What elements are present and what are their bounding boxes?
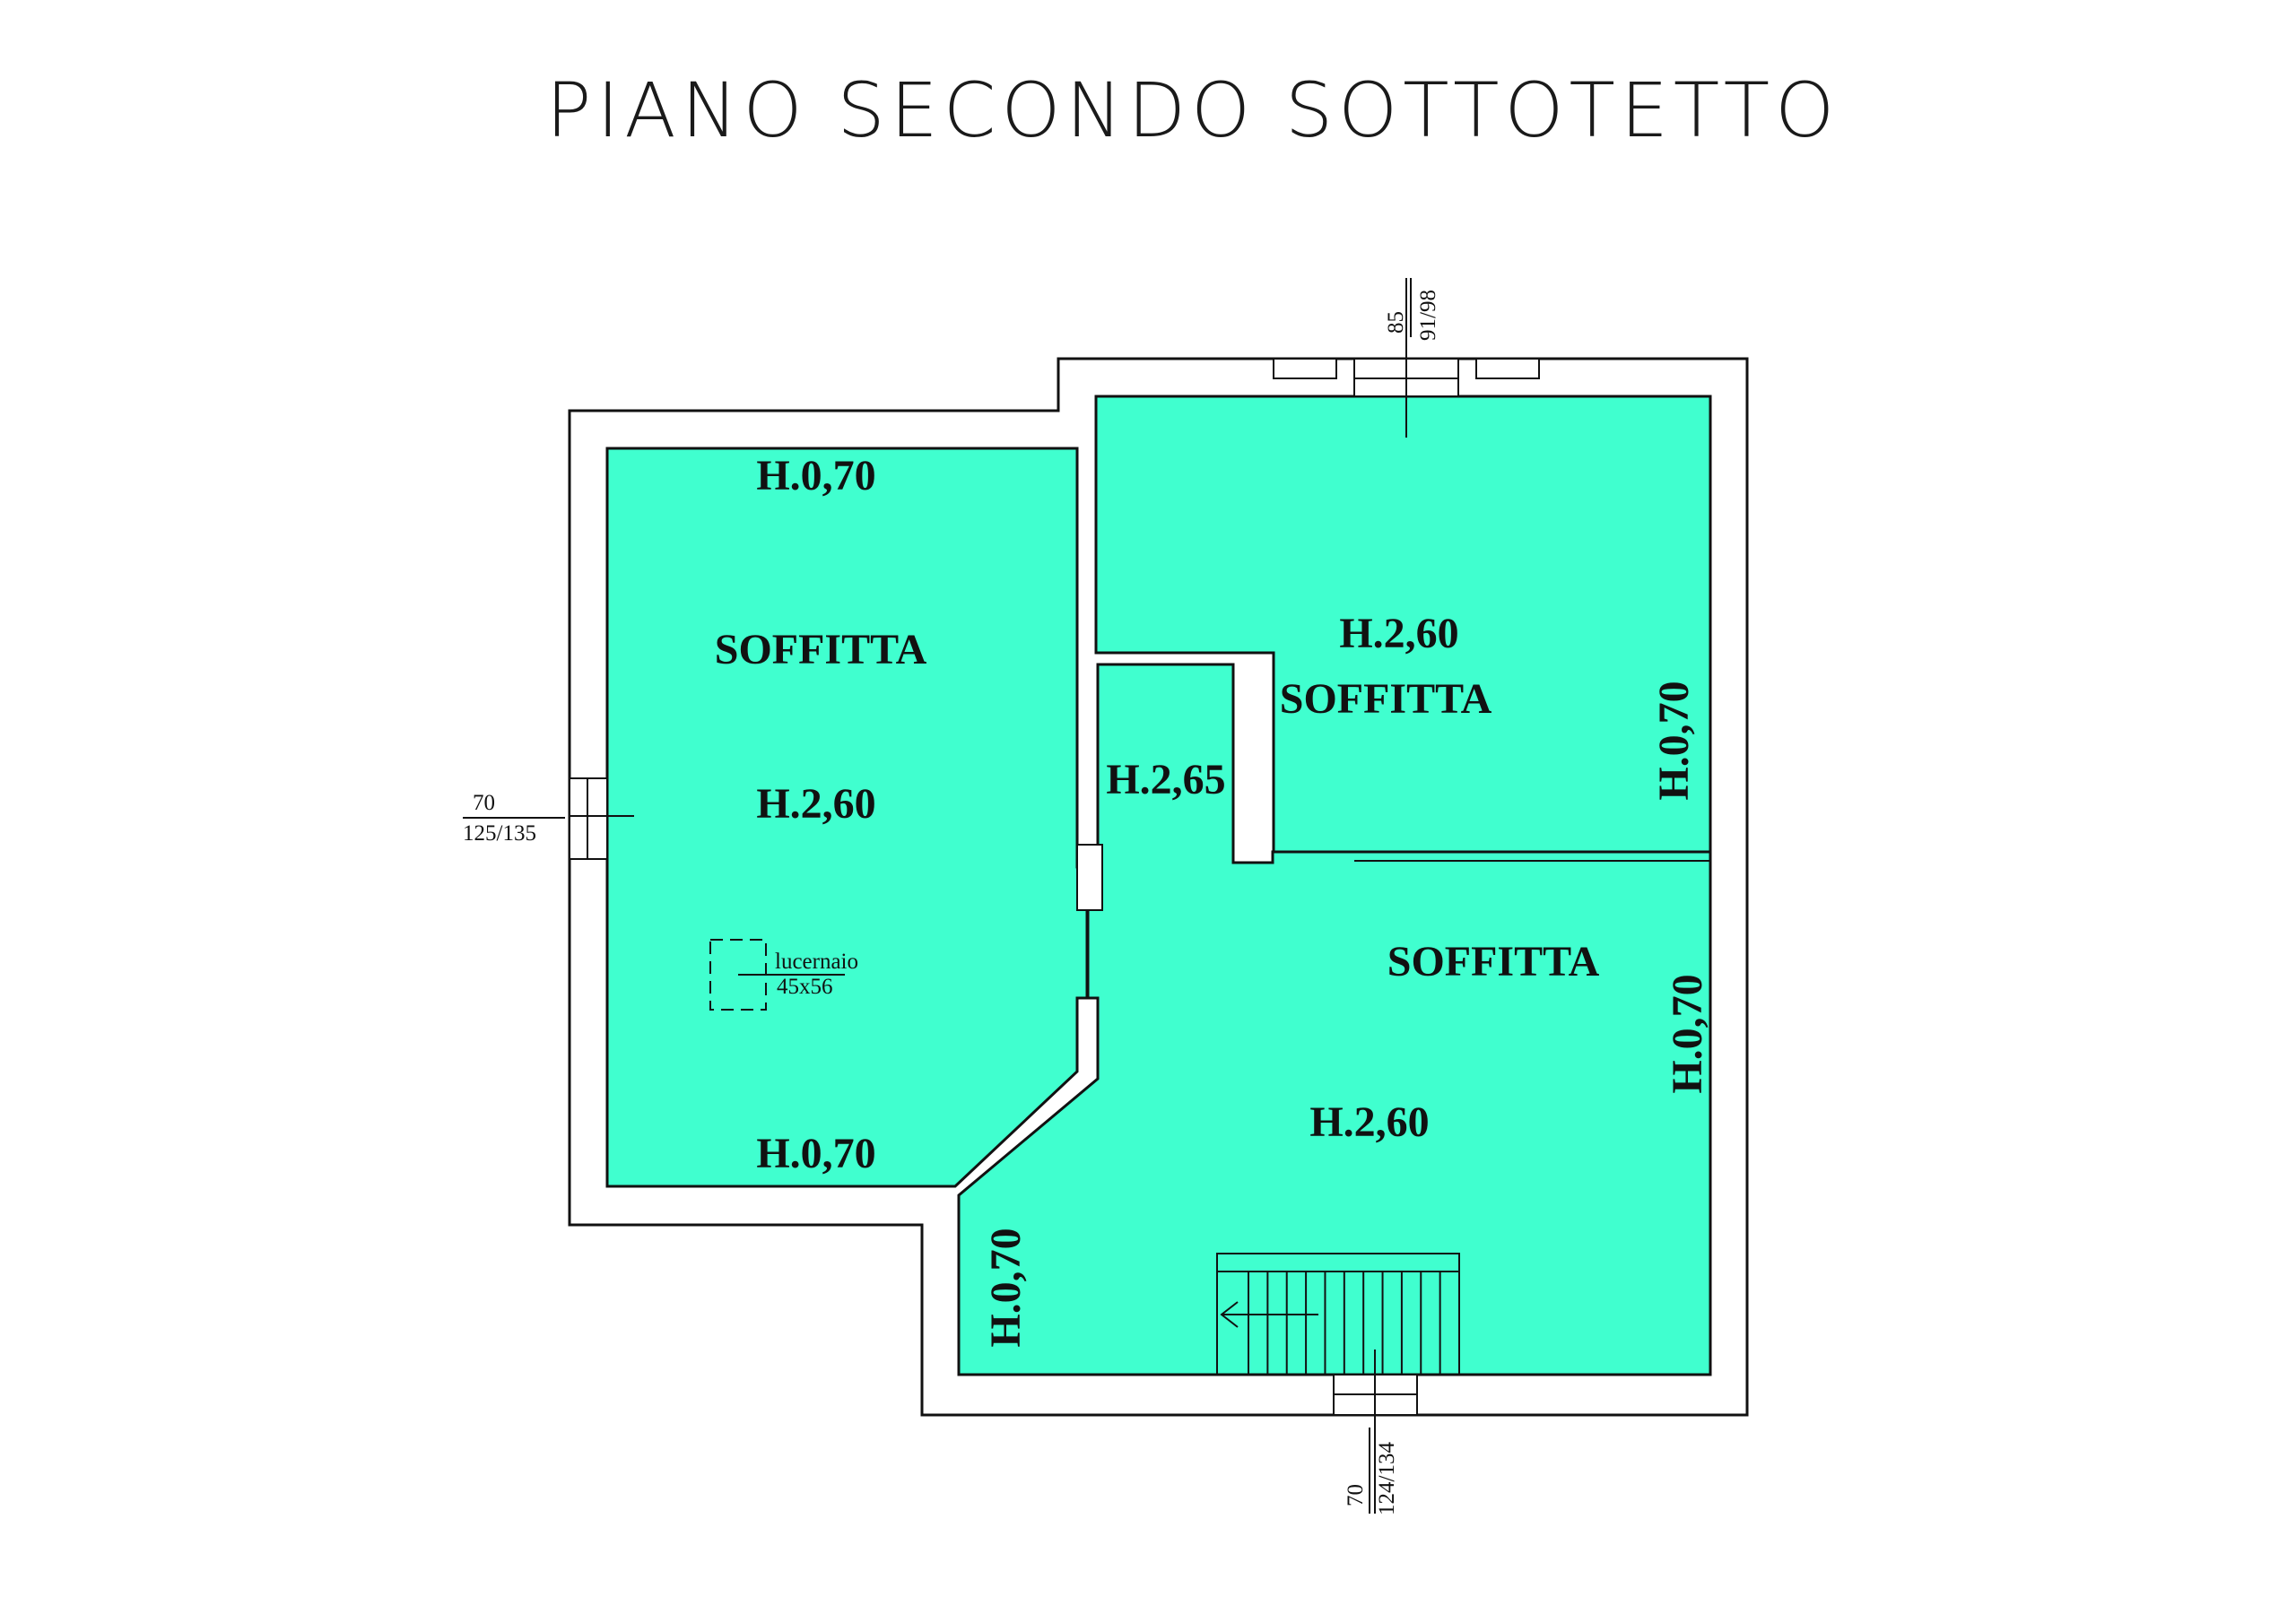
left-window-height: 125/135	[463, 821, 536, 846]
room-lower-height-center: H.2,60	[1309, 1098, 1429, 1146]
room-lower-height-right: H.0,70	[1664, 974, 1711, 1093]
room-top-right-height-right: H.0,70	[1650, 681, 1698, 800]
page-title: PIANO SECONDO SOTTOTETTO	[546, 66, 1839, 154]
top-window-left	[1273, 358, 1337, 379]
door-pier	[1076, 844, 1103, 911]
top-window-right	[1475, 358, 1540, 379]
bottom-window-height: 124/134	[1375, 1442, 1399, 1515]
room-left-height-center: H.2,60	[756, 780, 875, 828]
top-window-height: 91/98	[1416, 290, 1440, 341]
room-left-attic	[605, 447, 1089, 1188]
stairs-icon	[1216, 1253, 1460, 1376]
room-left-height-top: H.0,70	[756, 452, 875, 499]
skylight-size: 45x56	[777, 975, 833, 999]
room-left-name: SOFFITTA	[715, 626, 927, 673]
room-left-height-bottom: H.0,70	[756, 1130, 875, 1177]
left-window-width: 70	[473, 791, 495, 815]
top-window-width: 85	[1384, 311, 1408, 334]
room-top-right-name: SOFFITTA	[1280, 675, 1492, 723]
outer-wall	[568, 357, 1749, 1417]
bottom-window-width: 70	[1344, 1484, 1368, 1506]
skylight-label: lucernaio	[775, 950, 858, 974]
room-lower-height-bottom-left: H.0,70	[982, 1228, 1030, 1347]
corridor-height: H.2,65	[1106, 756, 1225, 803]
room-top-right-height-center: H.2,60	[1339, 610, 1458, 657]
arrow-left-icon	[1220, 1301, 1239, 1328]
room-lower-name: SOFFITTA	[1387, 938, 1600, 985]
